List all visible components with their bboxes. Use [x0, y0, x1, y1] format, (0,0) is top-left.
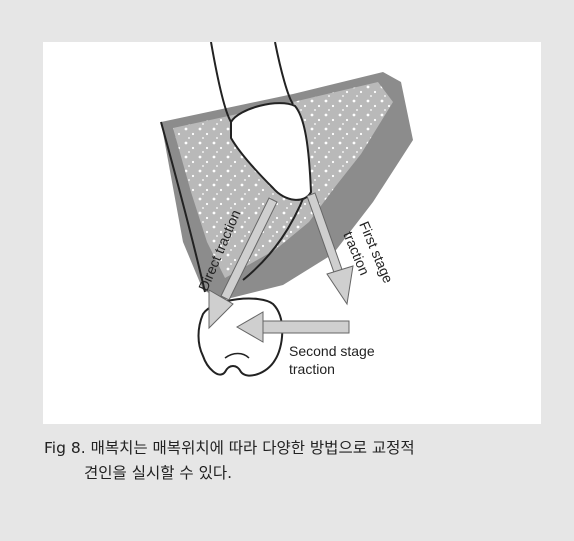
traction-diagram: Direct traction First stage traction Sec…: [43, 42, 541, 424]
second-stage-label-line2: traction: [289, 361, 335, 377]
figure-panel: Direct traction First stage traction Sec…: [43, 42, 541, 424]
figure-caption: Fig 8. 매복치는 매복위치에 따라 다양한 방법으로 교정적 견인을 실시…: [44, 436, 540, 486]
caption-line-1: Fig 8. 매복치는 매복위치에 따라 다양한 방법으로 교정적: [44, 436, 540, 461]
second-stage-label: Second stage: [289, 343, 375, 359]
caption-line-2: 견인을 실시할 수 있다.: [44, 461, 540, 486]
